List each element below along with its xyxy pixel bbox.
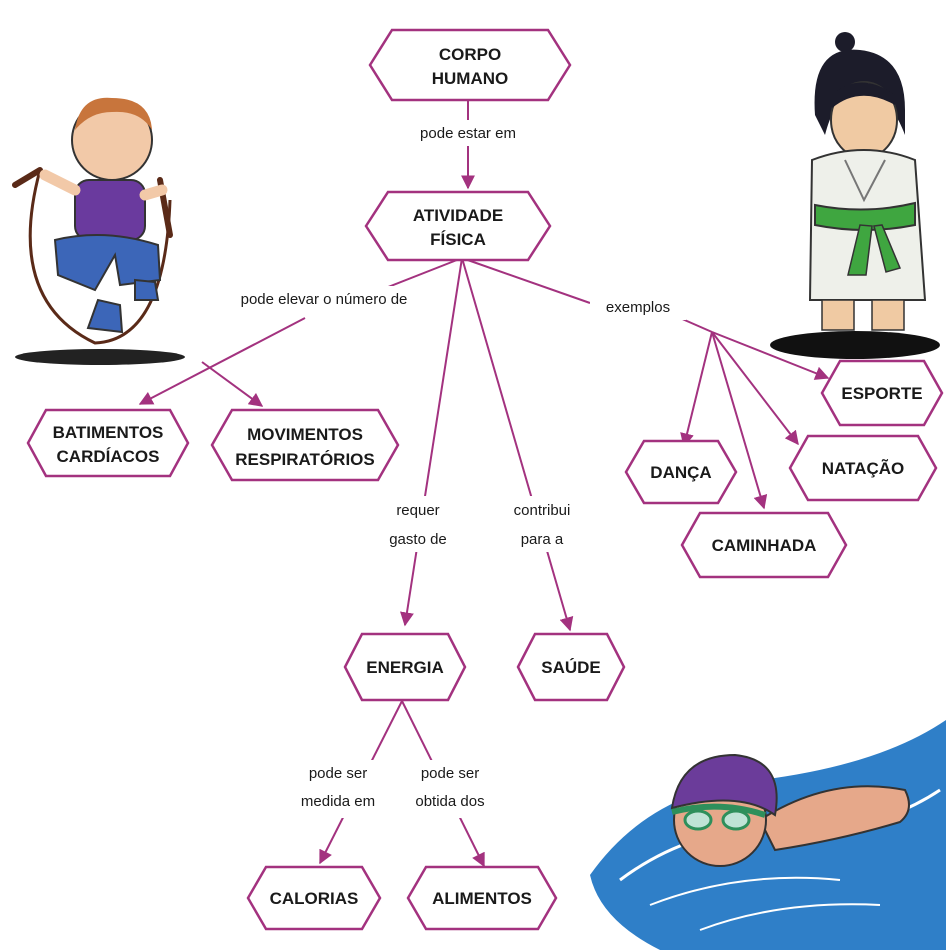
node-label: ENERGIA [366, 658, 443, 677]
node-batimentos-cardiacos: BATIMENTOS CARDÍACOS [26, 408, 190, 478]
node-caminhada: CAMINHADA [680, 511, 848, 579]
link-label-requer: requer [396, 502, 439, 519]
node-label: CORPO [439, 45, 501, 64]
node-label: ESPORTE [841, 384, 922, 403]
node-esporte: ESPORTE [820, 359, 944, 427]
link-label-pode-ser-obtida: pode ser [421, 765, 479, 782]
node-label: CALORIAS [270, 889, 359, 908]
link-label-gasto-de: gasto de [389, 531, 447, 548]
node-label: HUMANO [432, 69, 509, 88]
node-label: SAÚDE [541, 658, 601, 677]
node-danca: DANÇA [624, 439, 738, 505]
link-label-pode-ser-medida: pode ser [309, 765, 367, 782]
link-label-pode-estar-em: pode estar em [420, 125, 516, 142]
link-label-pode-elevar: pode elevar o número de [241, 291, 408, 308]
connectors [138, 97, 830, 868]
node-label: DANÇA [650, 463, 711, 482]
node-energia: ENERGIA [343, 632, 467, 702]
node-label: CAMINHADA [712, 536, 817, 555]
child-martial-arts-illustration [770, 32, 940, 359]
node-label: ALIMENTOS [432, 889, 532, 908]
child-swimming-illustration [590, 720, 946, 950]
node-alimentos: ALIMENTOS [406, 865, 558, 931]
node-label: ATIVIDADE [413, 206, 503, 225]
link-label-obtida-dos: obtida dos [415, 793, 484, 810]
node-label: RESPIRATÓRIOS [235, 450, 374, 469]
link-label-contribui: contribui [514, 502, 571, 519]
link-label-para-a: para a [521, 531, 564, 548]
node-label: BATIMENTOS [53, 423, 164, 442]
node-natacao: NATAÇÃO [788, 434, 938, 502]
link-label-exemplos: exemplos [606, 299, 670, 316]
node-label: MOVIMENTOS [247, 425, 363, 444]
link-labels: pode estar em pode elevar o número de ex… [205, 120, 686, 818]
child-jumping-rope-illustration [12, 97, 185, 365]
node-movimentos-respiratorios: MOVIMENTOS RESPIRATÓRIOS [210, 408, 400, 482]
node-saude: SAÚDE [516, 632, 626, 702]
node-label: CARDÍACOS [57, 447, 160, 466]
node-label: NATAÇÃO [822, 458, 904, 478]
node-label: FÍSICA [430, 230, 486, 249]
node-atividade-fisica: ATIVIDADE FÍSICA [364, 190, 552, 262]
link-label-medida-em: medida em [301, 793, 375, 810]
node-calorias: CALORIAS [246, 865, 382, 931]
node-corpo-humano: CORPO HUMANO [368, 28, 572, 102]
